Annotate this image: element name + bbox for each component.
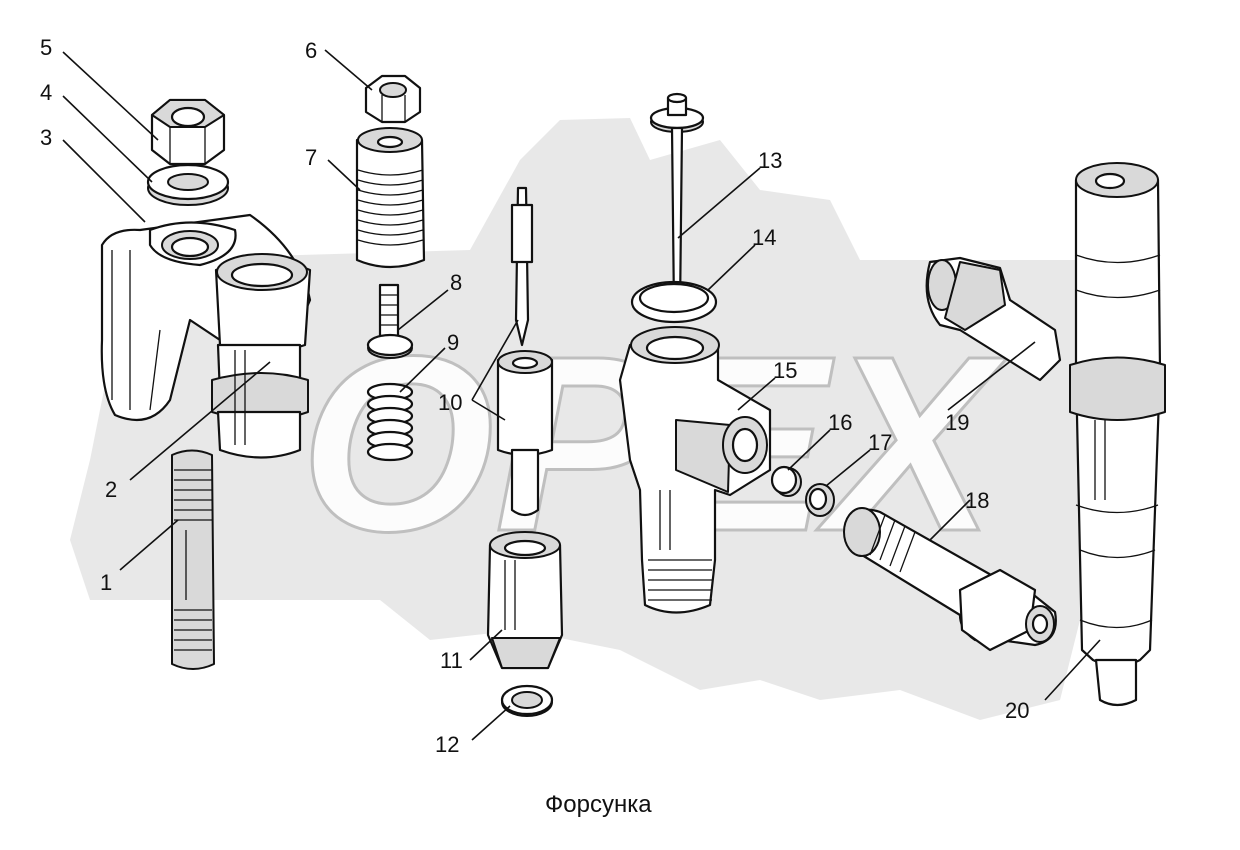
callout-9: 9	[447, 330, 459, 355]
part-8-spindle	[366, 283, 414, 359]
part-20-injector	[1069, 162, 1166, 707]
leader-5	[62, 51, 159, 141]
callout-10: 10	[438, 390, 462, 415]
part-16-ring	[770, 465, 802, 497]
callout-8: 8	[450, 270, 462, 295]
part-14-ring	[630, 280, 718, 324]
leader-8	[397, 289, 449, 331]
leader-18	[929, 499, 971, 541]
leader-2	[129, 361, 271, 481]
callout-1: 1	[100, 570, 112, 595]
leader-12	[471, 705, 511, 741]
part-15-body	[618, 326, 772, 614]
leader-16	[787, 429, 831, 471]
callout-7: 7	[305, 145, 317, 170]
leader-6	[324, 49, 373, 91]
leader-3	[62, 139, 146, 223]
callout-3: 3	[40, 125, 52, 150]
callout-19: 19	[945, 410, 969, 435]
leader-9	[399, 347, 446, 393]
part-9-spring	[366, 382, 414, 462]
part-2-sleeve	[211, 253, 312, 459]
leader-10a	[471, 319, 519, 401]
callout-11: 11	[440, 648, 463, 673]
callout-labels: 5 4 3 2 1 6 7 8 9 10 11 12 13 14 15 16 1…	[40, 35, 1029, 757]
leader-11	[469, 629, 503, 661]
callout-20: 20	[1005, 698, 1029, 723]
part-17-ring	[805, 483, 835, 517]
part-6-nut	[364, 74, 422, 124]
callout-4: 4	[40, 80, 52, 105]
part-4-washer	[146, 163, 230, 206]
leader-14	[707, 244, 756, 291]
part-13-rod	[649, 92, 705, 312]
leader-20	[1044, 639, 1101, 701]
leader-4	[62, 95, 153, 183]
callout-15: 15	[773, 358, 797, 383]
callout-13: 13	[758, 148, 782, 173]
leader-lines	[62, 49, 1101, 741]
callout-6: 6	[305, 38, 317, 63]
callout-18: 18	[965, 488, 989, 513]
leader-15	[737, 377, 776, 411]
part-1-stud	[171, 449, 215, 670]
leader-7	[327, 159, 361, 191]
diagram-title: Форсунка	[545, 791, 652, 818]
part-7-adjusting-screw	[355, 127, 426, 269]
callout-17: 17	[868, 430, 892, 455]
callout-5: 5	[40, 35, 52, 60]
part-18-fitting	[843, 507, 1057, 652]
leader-19	[947, 341, 1036, 411]
leader-10b	[471, 399, 506, 421]
leader-17	[825, 449, 871, 487]
part-5-nut	[150, 98, 226, 166]
part-10-nozzle	[496, 186, 554, 517]
part-12-washer	[500, 684, 554, 717]
leader-1	[119, 519, 179, 571]
part-11-nozzle-nut	[486, 531, 564, 670]
callout-16: 16	[828, 410, 852, 435]
callout-14: 14	[752, 225, 776, 250]
callout-12: 12	[435, 732, 459, 757]
leader-13	[677, 167, 761, 239]
callout-2: 2	[105, 477, 117, 502]
